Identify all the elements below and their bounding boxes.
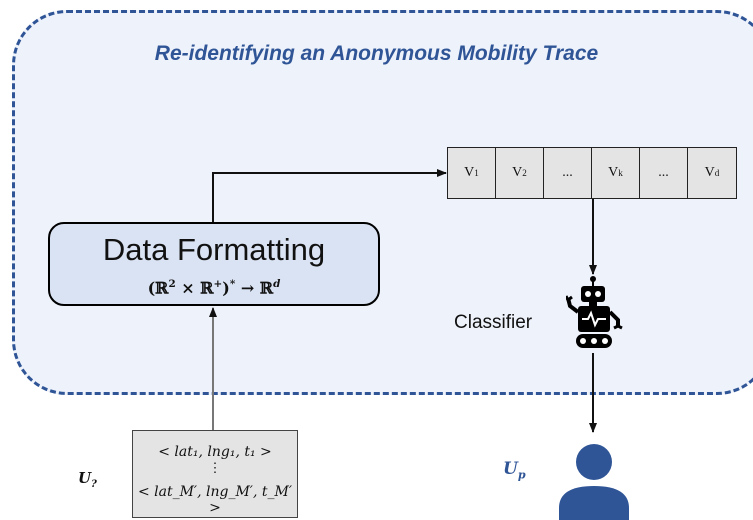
vector-cell-label: V: [608, 165, 619, 180]
anonymous-trace-box: [132, 430, 298, 518]
data-formatting-title: Data Formatting: [102, 232, 326, 267]
classifier-label: Classifier: [454, 312, 533, 333]
user-icon: [559, 444, 629, 520]
trace-last-record: < lat_M′, lng_M′, t_M′ >: [137, 484, 293, 516]
vector-cell: ...: [544, 148, 592, 198]
vector-cell-label: V: [464, 165, 475, 180]
user-subscript: p: [517, 468, 526, 482]
formula-part: ): [222, 278, 230, 298]
user-symbol: U: [78, 469, 92, 487]
vector-cell-label: V: [704, 165, 715, 180]
trace-first-record: < lat₁, lng₁, t₁ >: [158, 444, 272, 460]
formula-part: × ℝ: [175, 278, 214, 298]
robot-icon: [566, 276, 623, 348]
user-subscript: ?: [91, 479, 97, 490]
formula-exponent: *: [229, 278, 236, 290]
predicted-user-label: Up: [503, 459, 526, 481]
formula-exponent: +: [213, 278, 223, 290]
reidentification-region: [12, 10, 753, 395]
arrow-formatting-to-vector: [212, 169, 447, 222]
vector-cell-index: k: [618, 168, 623, 178]
unknown-user-label: U?: [78, 469, 97, 490]
vector-cell-label: V: [512, 165, 523, 180]
data-formatting-box: [48, 222, 380, 306]
user-symbol: U: [503, 459, 518, 479]
vector-cell-index: 2: [522, 168, 527, 178]
formula-exponent: 2: [168, 278, 176, 290]
vector-cell: ...: [640, 148, 688, 198]
diagram-title: Re-identifying an Anonymous Mobility Tra…: [154, 42, 599, 65]
formula-part: → ℝ: [235, 278, 274, 298]
vector-cell-index: d: [714, 168, 720, 178]
vector-cell-label: ...: [562, 165, 573, 180]
vector-cell-index: 1: [474, 168, 479, 178]
formula-exponent: d: [273, 278, 281, 290]
formula-part: (ℝ: [147, 278, 169, 298]
data-formatting-formula: (ℝ2 × ℝ+)* → ℝd: [48, 278, 380, 297]
vector-cell-label: ...: [658, 165, 669, 180]
trace-ellipsis: ⋮: [208, 461, 222, 476]
